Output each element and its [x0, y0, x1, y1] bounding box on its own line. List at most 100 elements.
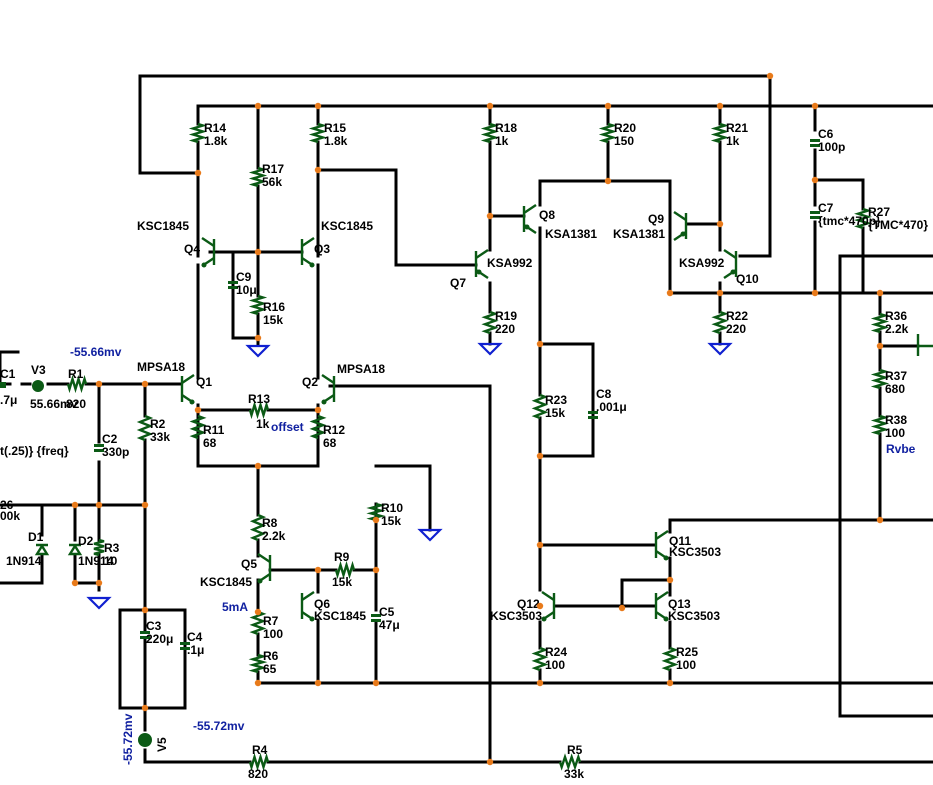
junction-dot-17	[254, 462, 262, 470]
label-C6-name: C6	[818, 127, 834, 141]
junction-dot-16	[314, 406, 322, 414]
junction-dot-33	[811, 289, 819, 297]
label-R36-value: 2.2k	[885, 322, 909, 336]
ground-icon-1	[477, 342, 503, 356]
label-R4-name: R4	[252, 743, 268, 757]
label-Q5-value: KSC1845	[200, 575, 252, 589]
transistor-Q2-collector	[321, 374, 335, 384]
label-R7-name: R7	[263, 614, 279, 628]
label-R4-value: 820	[248, 767, 268, 781]
label-R2-name: R2	[150, 417, 166, 431]
transistor-Q7-collector	[475, 249, 489, 259]
label-R17-value: 56k	[262, 175, 282, 189]
junction-dot-14	[254, 334, 262, 342]
label-R10-name: R10	[381, 501, 403, 515]
label-Q2-value: MPSA18	[337, 362, 385, 376]
ground-icon-0	[245, 344, 271, 358]
junction-dot-39	[254, 608, 262, 616]
ground-symbols	[86, 342, 733, 610]
label-R5-name: R5	[567, 743, 583, 757]
transistor-Q12-arrow	[541, 616, 547, 622]
label-Q11-name: Q11	[669, 534, 691, 548]
resistor-R23	[531, 393, 549, 420]
label-Q8-value: KSA1381	[545, 227, 597, 241]
junction-dot-46	[666, 576, 674, 584]
label-R20-value: 150	[614, 134, 634, 148]
label-Q6-name: Q6	[314, 597, 330, 611]
diode-D1	[34, 543, 50, 556]
wire-2	[738, 74, 772, 258]
transistor-Q6-arrow	[309, 616, 315, 622]
label-R14-value: 1.8k	[204, 134, 228, 148]
junction-dot-32	[716, 289, 724, 297]
label-R3-value: 10	[104, 554, 118, 568]
capacitor-C7-plate-a	[810, 211, 820, 214]
wire-77	[0, 553, 44, 585]
label-R36-name: R36	[885, 309, 907, 323]
capacitor-C8-plate-a	[588, 411, 598, 414]
resistor-R8	[249, 513, 267, 542]
wire-1	[138, 74, 200, 175]
capacitor-C7-plate-b	[810, 216, 820, 219]
resistor-R22	[711, 310, 729, 335]
junction-dot-2	[486, 102, 494, 110]
junction-dot-11	[604, 177, 612, 185]
junction-dot-8	[314, 166, 322, 174]
capacitor-C9-plate-a	[228, 281, 238, 284]
transistor-Q1-collector	[181, 374, 195, 384]
transistor-Q3-arrow	[309, 262, 315, 268]
junction-dot-28	[536, 340, 544, 348]
wire-11	[316, 168, 478, 267]
junction-dot-19	[95, 380, 103, 388]
annotation-vneg: -55.72mv	[193, 719, 245, 733]
label-R27-value: {TMC*470}	[868, 218, 928, 232]
label-C3-name: C3	[146, 619, 162, 633]
junction-dot-13	[811, 176, 819, 184]
label-Q10-name: Q10	[736, 272, 759, 286]
resistor-R3	[93, 538, 105, 557]
label-D1-value: 1N914	[6, 554, 42, 568]
label-R23-name: R23	[545, 393, 567, 407]
junction-dot-47	[536, 602, 544, 610]
resistor-R10	[366, 502, 386, 522]
label-R21-value: 1k	[726, 134, 740, 148]
label-R21-name: R21	[726, 121, 748, 135]
label-R15-value: 1.8k	[324, 134, 348, 148]
capacitor-C2-plate-b	[94, 449, 104, 452]
label-V3-value: 55.66mv	[30, 397, 78, 411]
junction-dot-37	[314, 566, 322, 574]
label-R10-value: 15k	[381, 514, 401, 528]
diode-D2	[67, 543, 83, 556]
annotation-rvbe: Rvbe	[886, 442, 916, 456]
transistor-Q4-arrow	[201, 262, 207, 268]
resistor-R27	[854, 207, 872, 230]
resistor-R4	[248, 752, 270, 772]
label-R5-value: 33k	[564, 767, 584, 781]
label-Q1-value: MPSA18	[137, 360, 185, 374]
label-C3-value: 220μ	[146, 632, 173, 646]
label-Q3-value: KSC1845	[321, 219, 373, 233]
ground-icon-4	[86, 596, 112, 610]
capacitor-C6-plate-b	[810, 144, 820, 147]
resistor-R15	[308, 122, 328, 144]
label-R24-value: 100	[545, 658, 565, 672]
label-Q12-name: Q12	[517, 597, 540, 611]
junction-dot-44	[666, 679, 674, 687]
transistor-Q11-collector	[655, 530, 669, 540]
transistor-Q13-collector	[655, 591, 669, 601]
label-C7-value: {tmc*470p}	[818, 214, 881, 228]
label-R14-name: R14	[204, 121, 226, 135]
label-R20-name: R20	[614, 121, 636, 135]
resistor-R17	[248, 166, 268, 188]
label-C5-value: 47μ	[379, 618, 400, 632]
junction-dot-7	[194, 169, 202, 177]
junction-dot-0	[254, 102, 262, 110]
annotation-offset: offset	[271, 420, 304, 434]
label-C1-value: .7μ	[0, 393, 17, 407]
label-C9-name: C9	[236, 270, 252, 284]
label-R38-value: 100	[885, 426, 905, 440]
labels: -55.66mv -55.72mv offset 5mA Rvbe t(.25)…	[0, 345, 916, 765]
resistor-R2	[136, 414, 154, 442]
label-R37-name: R37	[885, 369, 907, 383]
label-R2-value: 33k	[150, 430, 170, 444]
